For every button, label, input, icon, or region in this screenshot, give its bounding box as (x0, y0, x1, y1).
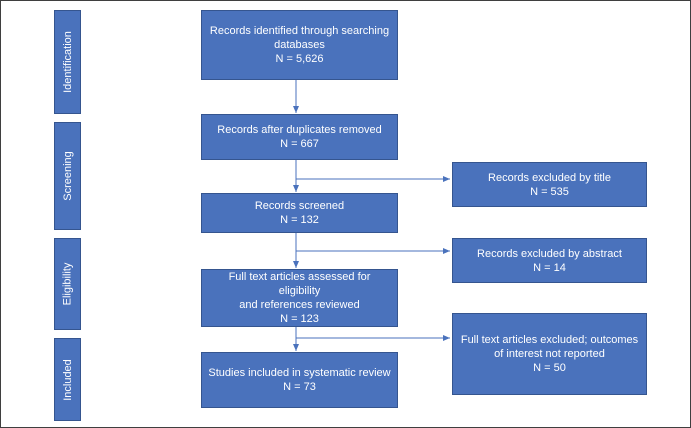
stage-screening: Screening (54, 122, 81, 230)
stage-included: Included (54, 338, 81, 421)
box-excluded-by-abstract-line-1: Records excluded by abstract (477, 247, 622, 260)
stage-identification-label: Identification (61, 31, 74, 93)
box-fulltext-assessed-line-1: Full text articles assessed for eligibil… (228, 271, 371, 297)
box-after-duplicates: Records after duplicates removed N = 667 (201, 114, 398, 160)
stage-eligibility-label: Eligibility (61, 262, 74, 306)
box-excluded-outcomes-count: N = 50 (533, 362, 566, 374)
box-records-identified-count: N = 5,626 (275, 53, 324, 65)
box-excluded-by-title: Records excluded by title N = 535 (452, 162, 647, 207)
box-records-identified-line-2: databases (274, 39, 325, 51)
box-studies-included-line-1: Studies included in systematic review (208, 367, 391, 379)
box-excluded-outcomes: Full text articles excluded; outcomes of… (452, 313, 647, 395)
box-excluded-by-abstract: Records excluded by abstract N = 14 (452, 238, 647, 283)
stage-eligibility: Eligibility (54, 238, 81, 330)
stage-identification: Identification (54, 10, 81, 114)
box-fulltext-assessed-line-2: and references reviewed (239, 299, 360, 311)
box-studies-included-count: N = 73 (283, 381, 316, 393)
box-excluded-by-title-count: N = 535 (530, 185, 569, 198)
box-records-screened-count: N = 132 (280, 214, 319, 226)
box-studies-included: Studies included in systematic review N … (201, 352, 398, 408)
box-after-duplicates-line-1: Records after duplicates removed (217, 124, 382, 136)
box-fulltext-assessed: Full text articles assessed for eligibil… (201, 269, 398, 327)
stage-screening-label: Screening (61, 151, 74, 201)
box-fulltext-assessed-count: N = 123 (280, 313, 319, 325)
stage-included-label: Included (61, 358, 74, 401)
box-excluded-by-abstract-count: N = 14 (533, 261, 566, 274)
box-records-identified: Records identified through searching dat… (201, 10, 398, 80)
box-excluded-by-title-line-1: Records excluded by title (488, 171, 611, 184)
box-excluded-outcomes-line-1: Full text articles excluded; outcomes (460, 334, 639, 346)
box-records-identified-line-1: Records identified through searching (209, 25, 390, 37)
box-records-screened-line-1: Records screened (254, 200, 345, 212)
box-records-screened: Records screened N = 132 (201, 193, 398, 233)
box-excluded-outcomes-line-2: of interest not reported (494, 348, 605, 360)
box-after-duplicates-count: N = 667 (280, 138, 319, 150)
